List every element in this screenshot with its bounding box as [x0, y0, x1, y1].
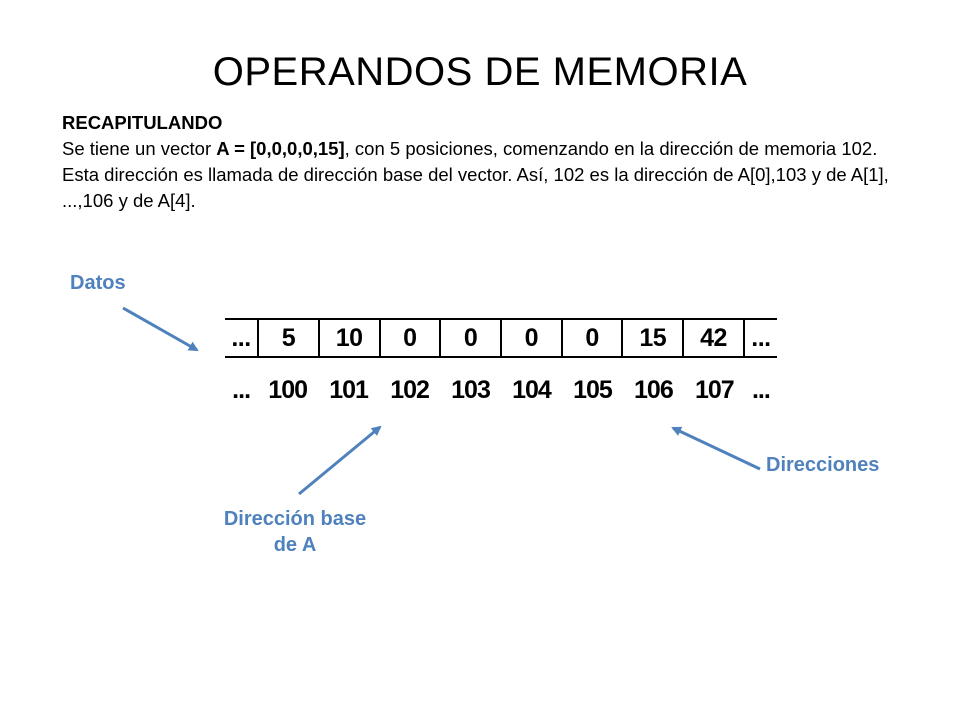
base-address-label-line2: de A [273, 534, 317, 556]
base-address-label-line1: Dirección base [223, 508, 367, 530]
body-text-part2: , con 5 posiciones, comenzando en la dir… [62, 138, 889, 211]
memory-data-row: ... 5 10 0 0 0 0 15 42 ... [225, 318, 777, 358]
memory-cell: ... [742, 320, 777, 356]
base-address-arrow [298, 425, 382, 496]
memory-address: 104 [512, 375, 552, 404]
body-heading: RECAPITULANDO [62, 112, 223, 133]
memory-address: 106 [634, 375, 674, 404]
memory-cell: 0 [378, 320, 440, 356]
body-text: RECAPITULANDO Se tiene un vector A = [0,… [62, 110, 902, 214]
memory-cell: 5 [257, 320, 318, 356]
memory-cell: 0 [499, 320, 561, 356]
body-text-part1: Se tiene un vector [62, 138, 217, 159]
address-row: ... 100 101 102 103 104 105 106 107 ... [225, 372, 777, 408]
memory-address: 100 [268, 375, 308, 404]
memory-cell: 42 [682, 320, 743, 356]
memory-cell: 15 [621, 320, 682, 356]
memory-cell: 0 [439, 320, 500, 356]
datos-label: Datos [70, 272, 126, 294]
vector-definition: A = [0,0,0,0,15] [216, 138, 345, 159]
memory-cell: 0 [560, 320, 622, 356]
memory-address: 102 [390, 375, 430, 404]
memory-address: ... [232, 375, 251, 404]
memory-address: ... [751, 375, 771, 404]
datos-arrow [122, 306, 199, 352]
direcciones-arrow [671, 426, 761, 471]
memory-cell: 10 [317, 320, 379, 356]
memory-cell: ... [231, 323, 251, 352]
memory-address: 103 [451, 375, 491, 404]
direcciones-label: Direcciones [766, 454, 880, 476]
memory-address: 105 [573, 375, 613, 404]
base-address-label: Dirección base de A [190, 506, 400, 558]
memory-address: 101 [329, 375, 369, 404]
slide-title: OPERANDOS DE MEMORIA [212, 50, 748, 94]
memory-address: 107 [694, 375, 735, 404]
